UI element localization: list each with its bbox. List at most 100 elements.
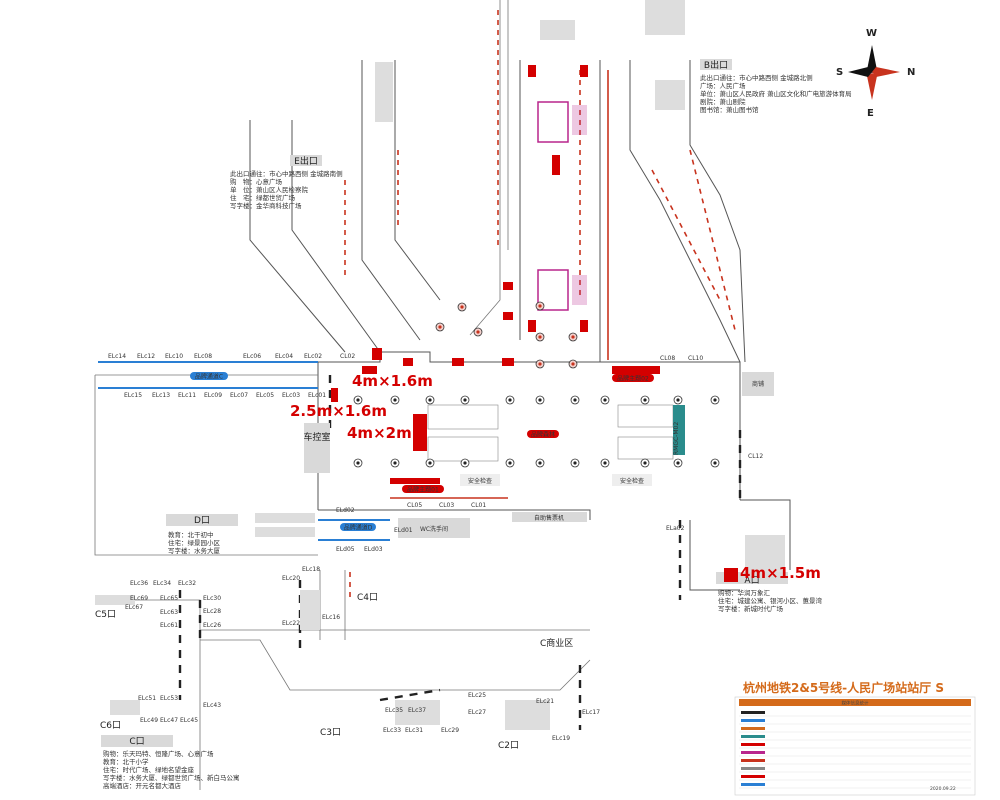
elevator-frames	[537, 101, 587, 311]
control-room	[304, 423, 330, 473]
pillar-dot	[428, 461, 432, 465]
svg-text:ELc33: ELc33	[383, 727, 401, 734]
pillar-dot	[463, 461, 467, 465]
pillar-dot	[463, 398, 467, 402]
svg-text:CL08: CL08	[660, 355, 675, 362]
pillar-dot	[508, 461, 512, 465]
svg-text:ELc26: ELc26	[203, 622, 221, 629]
legend-heading: 媒体信息统计	[842, 700, 869, 707]
pillar-dot	[356, 398, 360, 402]
pillar-dot	[643, 398, 647, 402]
pillar-dot	[713, 398, 717, 402]
svg-text:ELc17: ELc17	[582, 709, 600, 716]
svg-text:广场：人民广场: 广场：人民广场	[700, 81, 746, 90]
legend-swatch	[741, 711, 765, 714]
svg-text:ELc53: ELc53	[160, 695, 178, 702]
svg-text:ELc30: ELc30	[203, 595, 221, 602]
pillar-dot	[476, 330, 480, 334]
svg-text:ELd01: ELd01	[394, 527, 413, 534]
exit-d-info: 教育：北干初中 住宅：绿景园小区 写字楼：水务大厦	[168, 530, 221, 555]
svg-text:单位：萧山区人民政府 萧山区文化和广电旅游体育局: 单位：萧山区人民政府 萧山区文化和广电旅游体育局	[700, 89, 852, 98]
svg-text:住宅：时代广场、绿地名望金座: 住宅：时代广场、绿地名望金座	[103, 765, 195, 774]
svg-text:ELc11: ELc11	[178, 392, 196, 399]
brand-channel-d: 品牌通道D	[344, 524, 373, 532]
exit-c3-label: C3口	[320, 728, 341, 738]
shop	[742, 372, 774, 396]
legend-swatch	[741, 743, 765, 746]
svg-text:住宅：绿景园小区: 住宅：绿景园小区	[168, 538, 221, 547]
svg-text:ELc29: ELc29	[441, 727, 459, 734]
exit-c5-label: C5口	[95, 610, 116, 620]
svg-text:ELc02: ELc02	[304, 353, 322, 360]
svg-text:ELd02: ELd02	[336, 507, 355, 514]
pillar-dot	[713, 461, 717, 465]
svg-text:CL01: CL01	[471, 502, 486, 509]
svg-text:ELc25: ELc25	[468, 692, 486, 699]
svg-text:ELc16: ELc16	[322, 614, 340, 621]
security-2-label: 安全检查	[620, 477, 644, 485]
svg-text:ELc49: ELc49	[140, 717, 158, 724]
pillar-dot	[676, 398, 680, 402]
svg-text:住 宅：绿都世贸广场: 住 宅：绿都世贸广场	[230, 193, 296, 202]
exit-c2-label: C2口	[498, 741, 519, 751]
page-title: 杭州地铁2&5号线-人民广场站站厅 S	[743, 680, 944, 695]
security-2	[612, 474, 652, 486]
legend-date: 2020.09.22	[930, 786, 956, 792]
svg-text:CL02: CL02	[340, 353, 355, 360]
svg-text:ELa02: ELa02	[666, 525, 685, 532]
teal-column-ad	[673, 405, 685, 455]
svg-text:ELc14: ELc14	[108, 353, 126, 360]
pillar-dot	[538, 335, 542, 339]
station-walls	[94, 0, 791, 790]
svg-text:ELc35: ELc35	[385, 707, 403, 714]
svg-text:ELc51: ELc51	[138, 695, 156, 702]
c-commercial-label: C商业区	[540, 637, 573, 649]
svg-text:单 位：萧山区人民检察院: 单 位：萧山区人民检察院	[230, 185, 309, 194]
pillar-dot	[393, 398, 397, 402]
svg-text:ELc12: ELc12	[137, 353, 155, 360]
legend-swatch	[741, 719, 765, 722]
exit-c6-label: C6口	[100, 721, 121, 731]
elc-top-row: ELc14 ELc12 ELc10 ELc08 ELc06 ELc04 ELc0…	[108, 353, 355, 360]
security-1	[460, 474, 500, 486]
elc-c6-group: ELc51 ELc53 ELc49 ELc47 ELc45 ELc43	[138, 695, 221, 724]
red-ad-blocks	[331, 65, 738, 582]
pillar-dot	[538, 461, 542, 465]
svg-text:教育：北干小学: 教育：北干小学	[103, 757, 149, 766]
legend-swatch	[741, 759, 765, 762]
pillar-dot	[538, 398, 542, 402]
pillar-dot	[573, 398, 577, 402]
ad-size-1: 4m×1.6m	[352, 372, 433, 390]
svg-text:ELc04: ELc04	[275, 353, 293, 360]
escalators	[95, 0, 785, 730]
svg-text:ELc32: ELc32	[178, 580, 196, 587]
svg-text:ELc10: ELc10	[165, 353, 183, 360]
elc-c5-group: ELc36 ELc34 ELc32 ELc69 ELc65 ELc67 ELc6…	[125, 580, 221, 629]
svg-text:写字楼：水务大厦、绿都世贸广场、新白马公寓: 写字楼：水务大厦、绿都世贸广场、新白马公寓	[103, 773, 240, 782]
exit-b-label: B出口	[704, 59, 728, 71]
svg-text:CL05: CL05	[407, 502, 422, 509]
blue-channel-lines	[98, 70, 609, 541]
svg-text:ELc09: ELc09	[204, 392, 222, 399]
exit-d-label: D口	[194, 516, 210, 526]
pillar-dot	[643, 461, 647, 465]
control-room-label: 车控室	[303, 431, 330, 443]
svg-text:购物：乐天玛特、恒隆广场、心意广场: 购物：乐天玛特、恒隆广场、心意广场	[103, 749, 214, 758]
svg-text:ELc37: ELc37	[408, 707, 426, 714]
ad-size-2: 2.5m×1.6m	[290, 402, 387, 420]
svg-text:住宅：城建公寓、银河小区、蕙景湾: 住宅：城建公寓、银河小区、蕙景湾	[718, 596, 823, 605]
pillar-dot	[676, 461, 680, 465]
pillar-dot	[571, 335, 575, 339]
exit-c-label: C口	[129, 737, 144, 747]
svg-text:ELc08: ELc08	[194, 353, 212, 360]
legend-swatch	[741, 767, 765, 770]
svg-text:ELc43: ELc43	[203, 702, 221, 709]
exit-b-info: 此出口通往：市心中路西侧 金城路北侧 广场：人民广场 单位：萧山区人民政府 萧山…	[700, 73, 852, 114]
vending	[512, 512, 587, 522]
security-1-label: 安全检查	[468, 477, 492, 485]
pillar-dot	[460, 305, 464, 309]
svg-text:写字楼：新城时代广场: 写字楼：新城时代广场	[718, 604, 784, 613]
compass-n: N	[907, 67, 915, 78]
pillar-dot	[438, 325, 442, 329]
